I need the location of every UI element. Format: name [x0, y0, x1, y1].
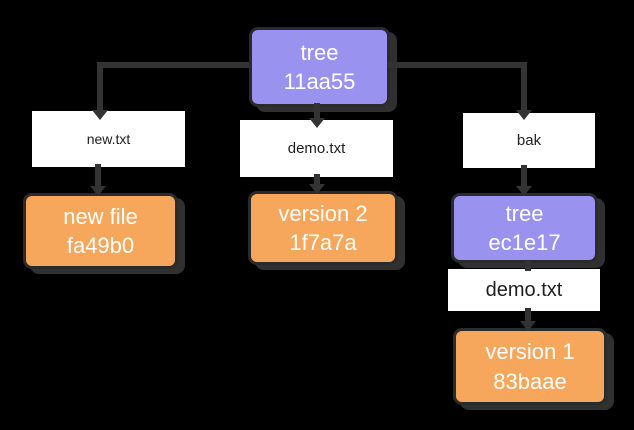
- edge-label-demo-txt-nested: demo.txt: [448, 269, 600, 311]
- edge-root-to-demotxt-vertical: [314, 103, 320, 122]
- edge-root-to-bak-vertical: [521, 62, 527, 114]
- arrowhead-down-icon: [520, 321, 536, 331]
- node-tree-ec1e17: tree ec1e17: [451, 193, 598, 263]
- edge-demotxt2-to-version1: [525, 308, 531, 327]
- edge-newtxt-to-newfile: [95, 164, 101, 192]
- node-hash-text: ec1e17: [488, 230, 561, 255]
- edge-demotxt-to-version2: [314, 174, 320, 190]
- arrowhead-down-icon: [92, 110, 108, 120]
- node-blob-new-file-fa49b0: new file fa49b0: [23, 193, 178, 269]
- edge-label-new-txt: new.txt: [32, 111, 185, 167]
- node-title-text: version 1: [485, 339, 575, 365]
- edge-subtree-to-demotxt2: [525, 261, 531, 271]
- edge-root-to-newtxt-horizontal: [97, 62, 249, 68]
- arrowhead-down-icon: [516, 110, 532, 120]
- edge-label-bak: bak: [463, 113, 595, 168]
- node-blob-version2-1f7a7a: version 2 1f7a7a: [248, 191, 398, 265]
- edge-label-text: new.txt: [86, 131, 131, 147]
- edge-label-demo-txt: demo.txt: [240, 120, 393, 177]
- node-hash-text: 83baae: [493, 368, 567, 394]
- node-title-text: new file: [63, 203, 138, 229]
- edge-root-to-newtxt-vertical: [97, 62, 103, 113]
- edge-root-to-bak-horizontal: [388, 62, 527, 68]
- edge-label-text: demo.txt: [287, 140, 346, 157]
- node-tree-11aa55: tree 11aa55: [249, 27, 390, 107]
- node-hash-text: 1f7a7a: [289, 230, 357, 255]
- arrowhead-down-icon: [90, 186, 106, 196]
- arrowhead-down-icon: [516, 186, 532, 196]
- node-hash-text: fa49b0: [66, 233, 135, 258]
- node-type-text: tree: [300, 39, 339, 65]
- edge-label-text: bak: [516, 132, 542, 149]
- edge-bak-to-subtree: [521, 165, 527, 192]
- node-type-text: tree: [505, 200, 544, 226]
- node-blob-version1-83baae: version 1 83baae: [453, 328, 607, 405]
- edge-label-text: demo.txt: [485, 278, 563, 301]
- node-hash-text: 11aa55: [283, 69, 356, 94]
- node-title-text: version 2: [278, 200, 368, 226]
- arrowhead-down-icon: [309, 184, 325, 194]
- arrowhead-down-icon: [309, 118, 325, 128]
